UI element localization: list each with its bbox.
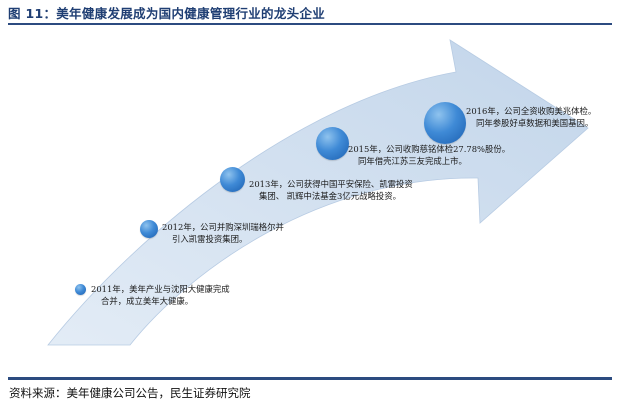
milestone-2015-line1: 2015年，公司收购慈铭体检27.78%股份。 — [348, 144, 511, 154]
milestone-dot-2016 — [424, 102, 466, 144]
top-rule — [8, 23, 612, 25]
milestone-label-2015: 2015年，公司收购慈铭体检27.78%股份。 同年借壳江苏三友完成上市。 — [348, 143, 510, 167]
milestone-label-2013: 2013年，公司获得中国平安保险、凯雷投资 集团、 凯辉中法基金3亿元战略投资。 — [249, 178, 413, 202]
milestone-label-2012: 2012年，公司并购深圳瑞格尔并 引入凯雷投资集团。 — [162, 221, 284, 245]
figure-title: 图 11：美年健康发展成为国内健康管理行业的龙头企业 — [8, 6, 326, 21]
milestone-2012-line1: 2012年，公司并购深圳瑞格尔并 — [162, 222, 284, 232]
milestone-2013-line2: 集团、 凯辉中法基金3亿元战略投资。 — [259, 191, 401, 201]
milestone-2011-line2: 合并，成立美年大健康。 — [101, 296, 194, 306]
milestone-2016-line2: 同年参股好卓数据和美国基因。 — [476, 118, 594, 128]
milestone-label-2016: 2016年，公司全资收购美兆体检。 同年参股好卓数据和美国基因。 — [466, 105, 596, 129]
milestone-2011-line1: 2011年，美年产业与沈阳大健康完成 — [91, 284, 230, 294]
milestone-2012-line2: 引入凯雷投资集团。 — [172, 234, 248, 244]
milestone-dot-2015 — [316, 127, 349, 160]
milestone-dot-2011 — [75, 284, 86, 295]
milestone-label-2011: 2011年，美年产业与沈阳大健康完成 合并，成立美年大健康。 — [91, 283, 230, 307]
milestone-dot-2013 — [220, 167, 245, 192]
milestone-2015-line2: 同年借壳江苏三友完成上市。 — [358, 156, 467, 166]
bottom-rule — [8, 377, 612, 380]
milestone-dot-2012 — [140, 220, 158, 238]
milestone-2013-line1: 2013年，公司获得中国平安保险、凯雷投资 — [249, 179, 413, 189]
source-note: 资料来源：美年健康公司公告，民生证券研究院 — [9, 386, 251, 400]
milestone-2016-line1: 2016年，公司全资收购美兆体检。 — [466, 106, 597, 116]
